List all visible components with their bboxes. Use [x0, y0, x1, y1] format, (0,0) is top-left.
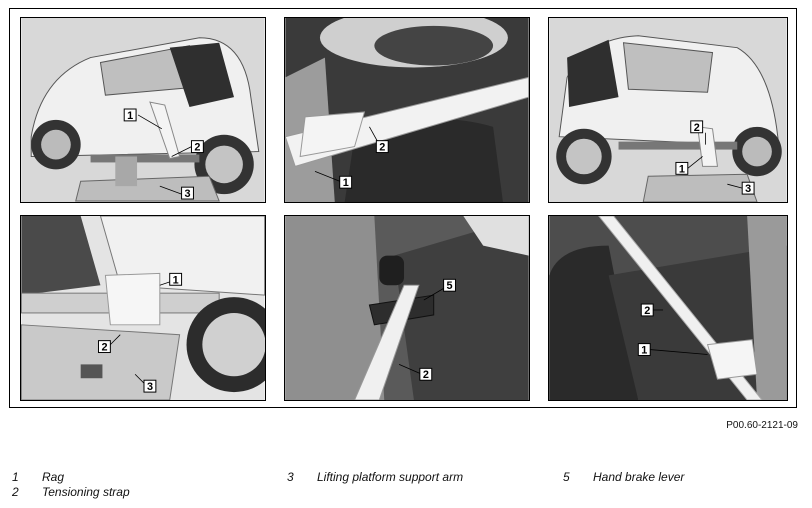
legend-number: 2: [12, 485, 19, 499]
legend-item: 3 Lifting platform support arm: [287, 470, 463, 485]
hand-brake-illustration: 5 2: [285, 216, 529, 400]
legend-number: 3: [287, 470, 294, 484]
callout-3: 3: [147, 381, 153, 393]
legend-column-1: 1 Rag 2 Tensioning strap: [12, 470, 130, 500]
callout-1: 1: [173, 274, 179, 286]
legend-text: Rag: [42, 470, 65, 484]
legend-number: 1: [12, 470, 19, 484]
callout-2: 2: [694, 122, 700, 134]
legend-item: 5 Hand brake lever: [563, 470, 684, 485]
photo-panel-interior-seat: 2 1: [284, 17, 530, 203]
callout-3: 3: [185, 188, 191, 200]
photo-panel-hand-brake: 5 2: [284, 215, 530, 401]
legend-item: 1 Rag: [12, 470, 130, 485]
legend-text: Lifting platform support arm: [317, 470, 464, 484]
car-right-side-illustration: 2 1 3: [549, 18, 787, 202]
legend-text: Tensioning strap: [42, 485, 130, 499]
interior-seat-illustration: 2 1: [285, 18, 529, 202]
callout-2: 2: [101, 342, 107, 354]
door-sill-illustration: 1 2 3: [21, 216, 265, 400]
callout-2: 2: [423, 369, 429, 381]
callout-2: 2: [379, 142, 385, 154]
callout-1: 1: [641, 345, 647, 357]
callout-5: 5: [447, 280, 453, 292]
interior-strap-illustration: 2 1: [549, 216, 787, 400]
car-left-side-illustration: 1 2 3: [21, 18, 265, 202]
figure-frame: 1 2 3 2 1: [9, 8, 797, 408]
legend-column-3: 5 Hand brake lever: [563, 470, 684, 485]
callout-2: 2: [644, 305, 650, 317]
figure-reference: P00.60-2121-09: [726, 420, 798, 431]
photo-panel-door-sill-closeup: 1 2 3: [20, 215, 266, 401]
callout-1: 1: [127, 110, 133, 122]
callout-2: 2: [194, 142, 200, 154]
legend-number: 5: [563, 470, 570, 484]
photo-panel-interior-strap: 2 1: [548, 215, 788, 401]
callout-3: 3: [745, 183, 751, 195]
legend-item: 2 Tensioning strap: [12, 485, 130, 500]
legend-text: Hand brake lever: [593, 470, 685, 484]
photo-panel-car-left-side: 1 2 3: [20, 17, 266, 203]
callout-1: 1: [679, 163, 685, 175]
legend-column-2: 3 Lifting platform support arm: [287, 470, 463, 485]
photo-panel-car-right-side: 2 1 3: [548, 17, 788, 203]
callout-1: 1: [343, 177, 349, 189]
